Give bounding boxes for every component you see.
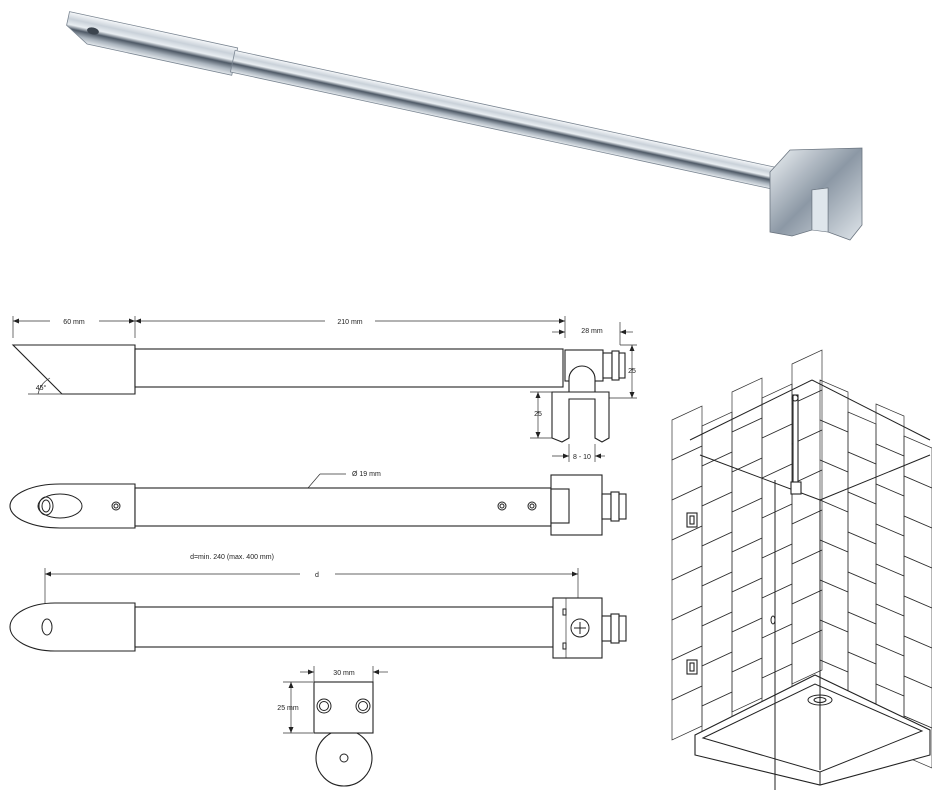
dim-60-label: 60 mm bbox=[63, 319, 85, 326]
wall-tile bbox=[903, 555, 932, 609]
wall-tile bbox=[819, 619, 849, 673]
wall-tile bbox=[761, 503, 793, 559]
wall-tile bbox=[791, 509, 823, 565]
wall-tile bbox=[791, 549, 823, 605]
bottom-view-drawing: d=min. 240 (max. 400 mm) d bbox=[9, 554, 627, 659]
dim-25mm-label: 25 mm bbox=[277, 705, 299, 712]
dim-8-10-label: 8 - 10 bbox=[573, 454, 591, 461]
side-view-drawing: 60 mm 210 mm 28 mm 45° 25 bbox=[11, 316, 637, 462]
diameter-label: Ø 19 mm bbox=[352, 471, 381, 478]
dim-25-right-label: 25 bbox=[628, 368, 636, 375]
wall-tile bbox=[671, 565, 703, 621]
wall-tile bbox=[761, 583, 793, 639]
wall-tile bbox=[701, 451, 733, 507]
wall-tile bbox=[875, 563, 905, 617]
wall-tile bbox=[903, 435, 932, 489]
d-symbol-label: d bbox=[315, 572, 319, 579]
wall-tile bbox=[819, 499, 849, 553]
wall-tile bbox=[671, 445, 703, 501]
wall-tile bbox=[731, 417, 763, 473]
wall-tile bbox=[847, 531, 877, 585]
wall-tile bbox=[731, 457, 763, 513]
wall-tile bbox=[671, 405, 703, 461]
wall-tile bbox=[903, 675, 932, 729]
top-view-drawing: Ø 19 mm bbox=[9, 471, 627, 536]
wall-tile bbox=[761, 463, 793, 519]
wall-tile bbox=[671, 525, 703, 581]
wall-tile bbox=[819, 419, 849, 473]
wall-tile bbox=[847, 411, 877, 465]
wall-tile bbox=[875, 603, 905, 657]
wall-tile bbox=[701, 531, 733, 587]
wall-tile bbox=[731, 537, 763, 593]
wall-tile bbox=[731, 497, 763, 553]
wall-tile bbox=[761, 623, 793, 679]
wall-tile bbox=[791, 589, 823, 645]
dim-28-label: 28 mm bbox=[581, 328, 603, 335]
shower-enclosure-illustration bbox=[671, 349, 932, 790]
wall-tile bbox=[875, 523, 905, 577]
wall-tile bbox=[731, 577, 763, 633]
dim-210-label: 210 mm bbox=[337, 319, 362, 326]
wall-tile bbox=[819, 579, 849, 633]
wall-tile bbox=[847, 571, 877, 625]
wall-tile bbox=[701, 611, 733, 667]
wall-tile bbox=[761, 423, 793, 479]
wall-tile bbox=[903, 635, 932, 689]
tiled-wall bbox=[671, 349, 932, 769]
wall-tile bbox=[875, 643, 905, 697]
wall-tile bbox=[731, 377, 763, 433]
wall-tile bbox=[701, 571, 733, 627]
wall-tile bbox=[847, 451, 877, 505]
wall-tile bbox=[819, 539, 849, 593]
dim-30-label: 30 mm bbox=[333, 670, 355, 677]
wall-tile bbox=[671, 685, 703, 741]
wall-tile bbox=[903, 475, 932, 529]
wall-tile bbox=[819, 379, 849, 433]
wall-tile bbox=[903, 595, 932, 649]
product-photo bbox=[66, 11, 863, 241]
wall-tile bbox=[903, 515, 932, 569]
wall-tile bbox=[875, 443, 905, 497]
wall-tile bbox=[791, 629, 823, 685]
end-view-drawing: 30 mm 25 mm bbox=[277, 666, 388, 787]
wall-tile bbox=[847, 611, 877, 665]
wall-tile bbox=[875, 403, 905, 457]
angle-45-label: 45° bbox=[36, 384, 47, 392]
wall-tile bbox=[761, 543, 793, 599]
wall-tile bbox=[875, 483, 905, 537]
wall-tile bbox=[701, 491, 733, 547]
wall-tile bbox=[847, 491, 877, 545]
wall-tile bbox=[819, 459, 849, 513]
d-range-label: d=min. 240 (max. 400 mm) bbox=[190, 554, 274, 561]
dim-25-left-label: 25 bbox=[534, 411, 542, 418]
wall-tile bbox=[731, 617, 763, 673]
wall-tile bbox=[701, 651, 733, 707]
wall-tile bbox=[671, 605, 703, 661]
